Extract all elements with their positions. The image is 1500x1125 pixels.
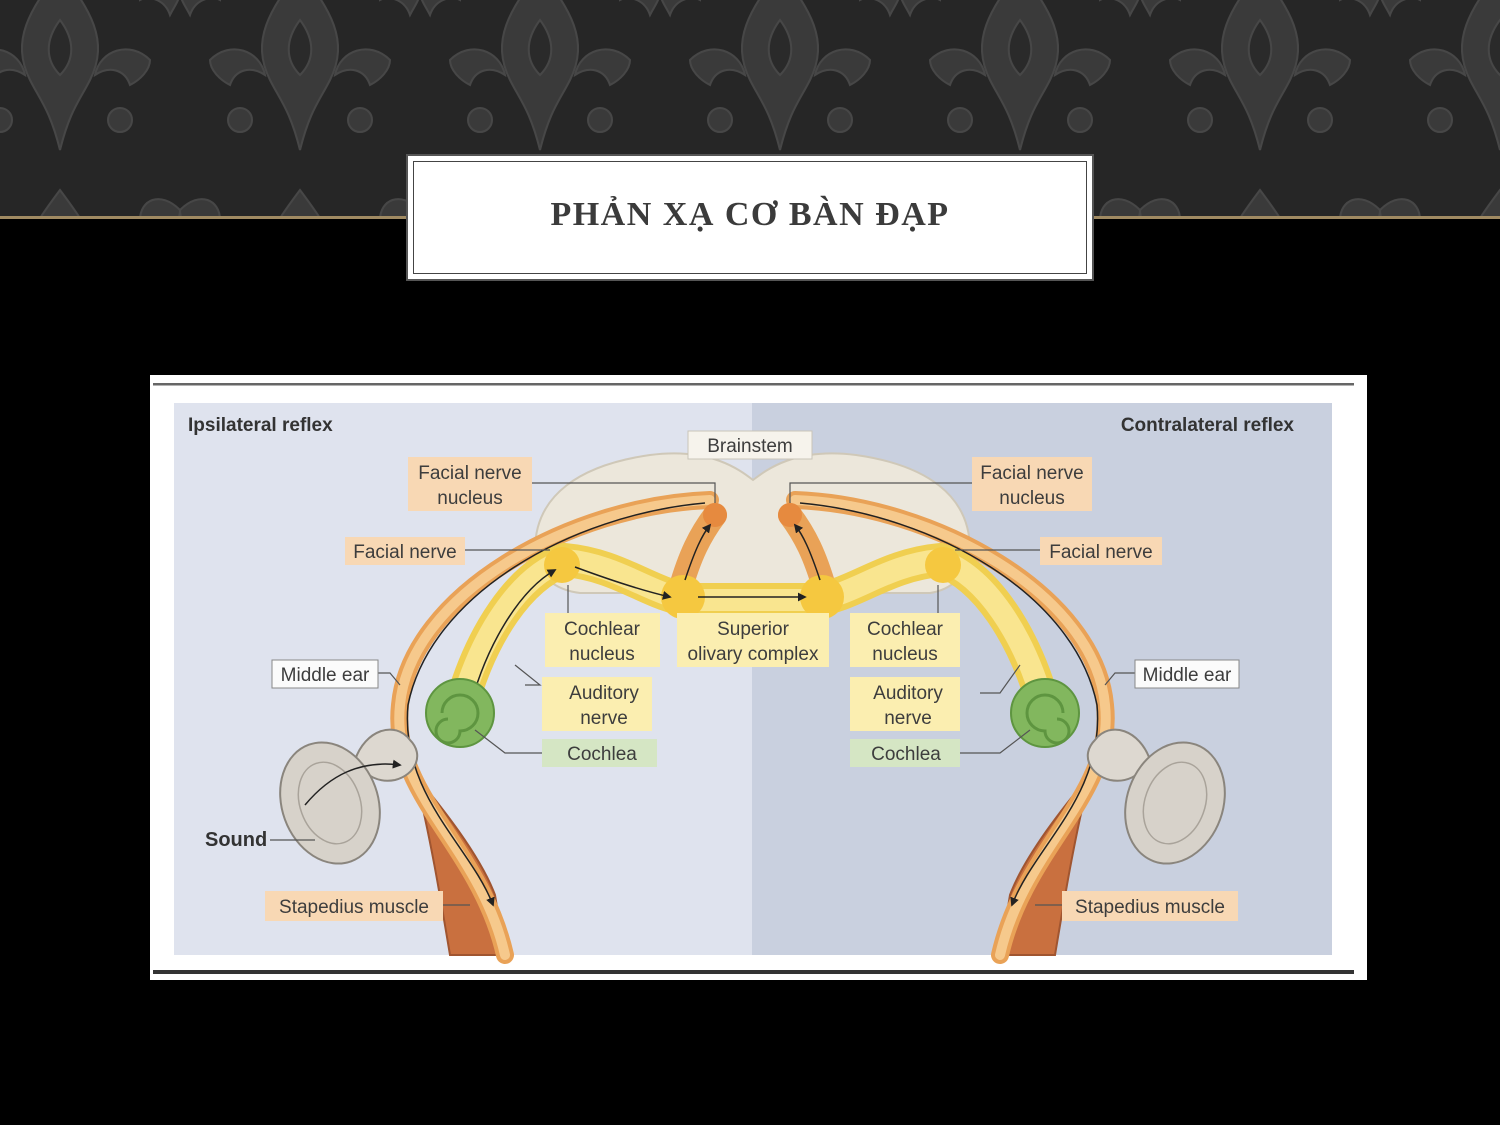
cochlear-nucleus-label-right-1: Cochlear (867, 619, 944, 640)
stapedius-label-box-right (1062, 891, 1238, 921)
facial-nerve-nucleus-label-right-1: Facial nerve (980, 463, 1084, 484)
facial-nerve-label-box-right (1040, 537, 1162, 565)
slide-title: PHẢN XẠ CƠ BÀN ĐẠP (550, 196, 950, 233)
stapedius-label-box-left (265, 891, 443, 921)
eardrum-right (1124, 741, 1226, 865)
superior-olivary-label-1: Superior (717, 619, 789, 640)
cochlear-nucleus-left (544, 547, 580, 583)
sound-label: Sound (205, 829, 267, 851)
top-rule (153, 383, 1354, 386)
auditory-nerve-label-left-2: nerve (580, 708, 628, 729)
brainstem-label-box (687, 430, 813, 460)
brainstem-shape (533, 452, 972, 594)
cochlear-nucleus-label-box-right (850, 613, 960, 667)
superior-olivary-right (800, 575, 844, 619)
middle-ear-label-box-left (271, 659, 379, 689)
facial-nucleus-right (778, 503, 802, 527)
cochlear-nucleus-label-left-1: Cochlear (564, 619, 641, 640)
title-box-inner-frame (413, 161, 1087, 274)
facial-nerve-label-right: Facial nerve (1049, 542, 1153, 563)
middle-ear-label-right: Middle ear (1143, 665, 1232, 686)
cochlea-label-left: Cochlea (567, 744, 637, 765)
cochlear-nucleus-right (925, 547, 961, 583)
cochlear-nucleus-label-box-left (545, 613, 660, 667)
cochlea-label-right: Cochlea (871, 744, 941, 765)
auditory-nerve-label-left-1: Auditory (569, 683, 639, 704)
superior-olivary-left (661, 575, 705, 619)
auditory-nerve-label-box-right (850, 677, 960, 731)
facial-nerve-nucleus-label-left-1: Facial nerve (418, 463, 522, 484)
cochlea-label-box-right (850, 739, 960, 767)
facial-nucleus-left (703, 503, 727, 527)
facial-nerve-nucleus-label-box-right (972, 457, 1092, 511)
facial-nerve-label-box-left (345, 537, 465, 565)
title-box: PHẢN XẠ CƠ BÀN ĐẠP (406, 154, 1094, 281)
stapedius-reflex-figure: Ipsilateral reflex Contralateral reflex … (150, 375, 1367, 980)
facial-nerve-nucleus-label-right-2: nucleus (999, 488, 1065, 509)
stapedius-label-right: Stapedius muscle (1075, 897, 1225, 918)
ipsilateral-title: Ipsilateral reflex (188, 415, 333, 436)
superior-olivary-label-2: olivary complex (688, 644, 819, 665)
facial-nerve-nucleus-label-box-left (408, 457, 532, 511)
stapedius-label-left: Stapedius muscle (279, 897, 429, 918)
auditory-nerve-label-right-1: Auditory (873, 683, 943, 704)
reflex-diagram: Ipsilateral reflex Contralateral reflex … (153, 383, 1354, 974)
facial-nerve-label-left: Facial nerve (353, 542, 457, 563)
facial-nerve-nucleus-label-left-2: nucleus (437, 488, 503, 509)
cochlear-nucleus-label-left-2: nucleus (569, 644, 635, 665)
auditory-nerve-label-right-2: nerve (884, 708, 932, 729)
cochlear-nucleus-label-right-2: nucleus (872, 644, 938, 665)
cochlea-left (425, 678, 495, 748)
bottom-rule (153, 970, 1354, 974)
eardrum-left (279, 741, 381, 865)
ossicles-right (1086, 728, 1152, 782)
contralateral-title: Contralateral reflex (1121, 415, 1295, 436)
brainstem-label: Brainstem (707, 436, 793, 457)
middle-ear-label-box-right (1134, 659, 1240, 689)
middle-ear-label-left: Middle ear (281, 665, 370, 686)
auditory-nerve-label-box-left (542, 677, 652, 731)
superior-olivary-label-box (677, 613, 829, 667)
cochlea-label-box-left (542, 739, 657, 767)
cochlea-right (1010, 678, 1080, 748)
